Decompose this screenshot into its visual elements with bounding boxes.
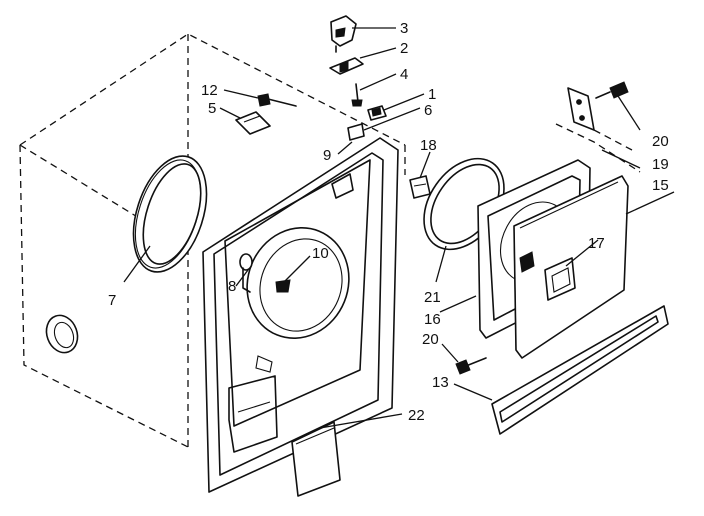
callout-20-bottom: 20 [422,331,439,348]
strike-screw [257,93,297,107]
callout-1: 1 [428,86,436,103]
leader-lines [123,27,675,429]
callout-2: 2 [400,40,408,57]
callout-17: 17 [588,235,605,252]
panel-clip [347,123,365,141]
callout-22: 22 [408,407,425,424]
callout-21: 21 [424,289,441,306]
cabinet-plug [45,314,79,354]
door-seal-ring [132,155,208,273]
callout-18: 18 [420,137,437,154]
door-catch [367,105,387,121]
door-handle [519,251,576,301]
callout-19: 19 [652,156,669,173]
hinge-screw-right [595,81,629,99]
callout-9: 9 [323,147,331,164]
callout-7: 7 [108,292,116,309]
callout-5: 5 [208,100,216,117]
hinge-screw-top [351,83,363,107]
door-switch-actuator [409,175,431,199]
lint-screen-cover [291,421,341,497]
door-screw-bottom [455,357,487,375]
control-hinge-top [330,15,357,53]
callout-8: 8 [228,278,236,295]
hinge-bracket [329,57,364,75]
callout-16: 16 [424,311,441,328]
door-latch-strike [331,173,354,199]
door-hinge-right [567,87,595,131]
callout-13: 13 [432,374,449,391]
front-panel [202,137,399,493]
callout-3: 3 [400,20,408,37]
callout-6: 6 [424,102,432,119]
cabinet-outline [19,33,406,448]
callout-20-top: 20 [652,133,669,150]
callout-15: 15 [652,177,669,194]
callout-4: 4 [400,66,408,83]
door-switch-spring [239,253,253,293]
strike-plate [235,111,271,135]
door-hinge-pin [275,279,291,293]
hinge-dashed-guide [555,123,641,173]
callout-10: 10 [312,245,329,262]
callout-12: 12 [201,82,218,99]
toe-panel [491,305,669,435]
callout-labels: 3 2 4 1 6 12 5 9 18 20 19 15 17 10 8 7 2… [108,20,669,424]
